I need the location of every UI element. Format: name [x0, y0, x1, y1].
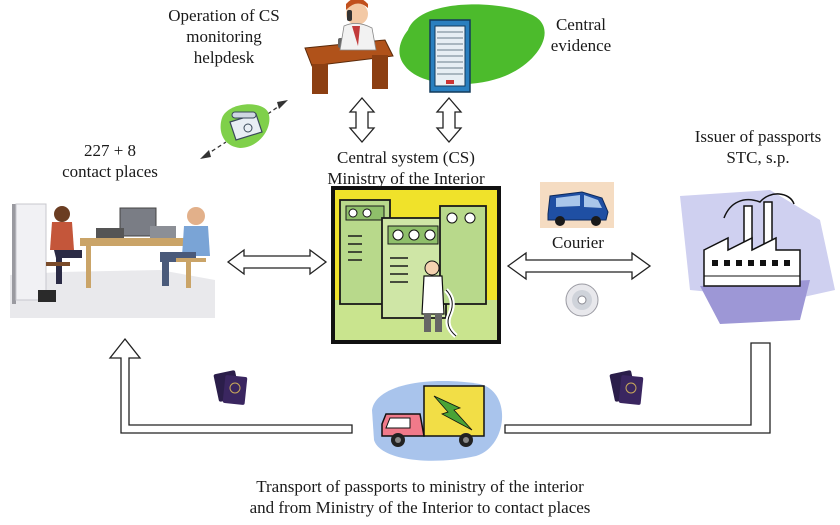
telephone-icon [220, 104, 270, 148]
transport-label: Transport of passports to ministry of th… [210, 476, 630, 518]
central-evidence-label-line: Central [555, 15, 607, 34]
double-arrow-contact-cs [226, 248, 328, 276]
central-system-computer-icon [331, 186, 501, 344]
central-evidence-label-line: evidence [550, 36, 612, 55]
central-system-label-line: Ministry of the Interior [327, 169, 485, 188]
central-system-label: Central system (CS) Ministry of the Inte… [296, 147, 516, 189]
double-arrow-cs-issuer [506, 251, 652, 281]
cd-disc-icon [565, 283, 599, 317]
helpdesk-label-line: Operation of CS [168, 6, 280, 25]
transport-label-line: Transport of passports to ministry of th… [256, 477, 584, 496]
central-system-label-line: Central system (CS) [337, 148, 475, 167]
helpdesk-label-line: monitoring [186, 27, 262, 46]
helpdesk-label-line: helpdesk [193, 48, 255, 67]
issuer-label-line: STC, s.p. [726, 148, 790, 167]
issuer-label: Issuer of passports STC, s.p. [678, 126, 838, 168]
transport-label-line: and from Ministry of the Interior to con… [249, 498, 591, 517]
server-cabinet-icon [399, 4, 545, 93]
helpdesk-operator-icon [304, 0, 394, 94]
delivery-truck-icon [372, 381, 503, 461]
courier-label: Courier [552, 233, 604, 252]
contact-place-photo [10, 203, 215, 318]
double-arrow-evidence-cs [435, 97, 463, 143]
contact-places-label-line: contact places [62, 162, 158, 181]
contact-places-label: 227 + 8 contact places [50, 140, 170, 182]
courier-van-icon [540, 182, 614, 228]
central-evidence-label: Central evidence [536, 14, 626, 56]
contact-places-label-line: 227 + 8 [83, 141, 137, 160]
factory-icon [680, 190, 835, 324]
double-arrow-helpdesk-cs [348, 97, 376, 143]
return-loop-arrow [108, 337, 771, 434]
helpdesk-label: Operation of CS monitoring helpdesk [160, 5, 288, 68]
passport-icon [213, 370, 248, 405]
issuer-label-line: Issuer of passports [694, 127, 822, 146]
passport-icon [609, 370, 644, 405]
